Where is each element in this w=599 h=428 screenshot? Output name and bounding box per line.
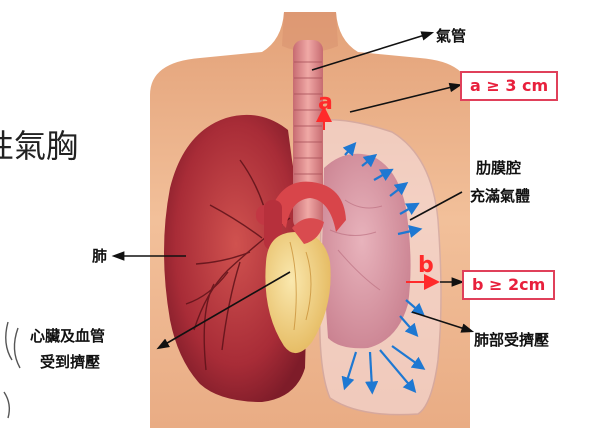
label-pleural-cavity-1: 肋膜腔 (476, 158, 521, 178)
label-lung: 肺 (92, 246, 107, 266)
threshold-b-box: b ≥ 2cm (462, 270, 555, 300)
threshold-a-box: a ≥ 3 cm (460, 71, 558, 101)
measure-b-letter: b (418, 255, 434, 277)
partial-title: 性氣胸 (0, 128, 78, 164)
label-trachea: 氣管 (436, 26, 466, 46)
label-pleural-cavity-2: 充滿氣體 (470, 186, 530, 206)
measure-a-letter: a (318, 92, 333, 114)
label-heart-vessels-2: 受到擠壓 (40, 352, 100, 372)
label-heart-vessels-1: 心臟及血管 (30, 326, 105, 346)
label-lung-compressed: 肺部受擠壓 (474, 330, 549, 350)
lung-deflated (322, 154, 411, 349)
